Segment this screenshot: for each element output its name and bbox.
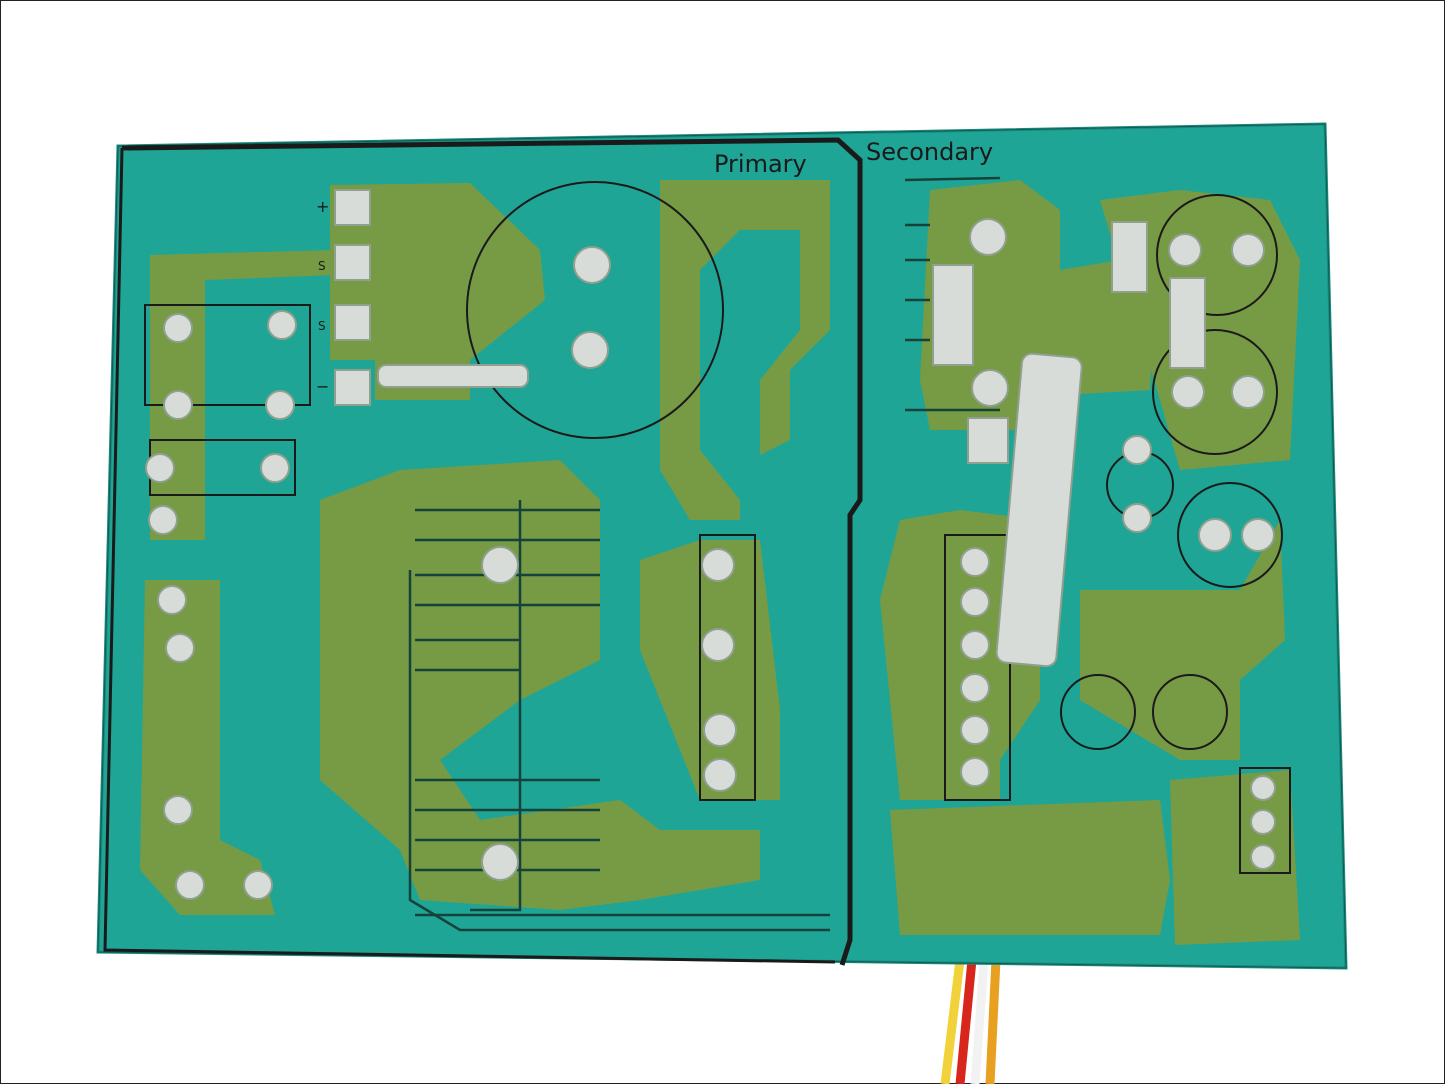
plus-label: + [316,197,329,216]
s-label-2: S [318,319,326,333]
s-label-1: S [318,259,326,273]
solder-pads [145,189,1276,900]
wire-bundle [940,959,1001,1084]
primary-label: Primary [714,150,807,178]
isolation-line [121,137,863,966]
minus-label: − [316,377,329,396]
secondary-label: Secondary [866,138,993,166]
